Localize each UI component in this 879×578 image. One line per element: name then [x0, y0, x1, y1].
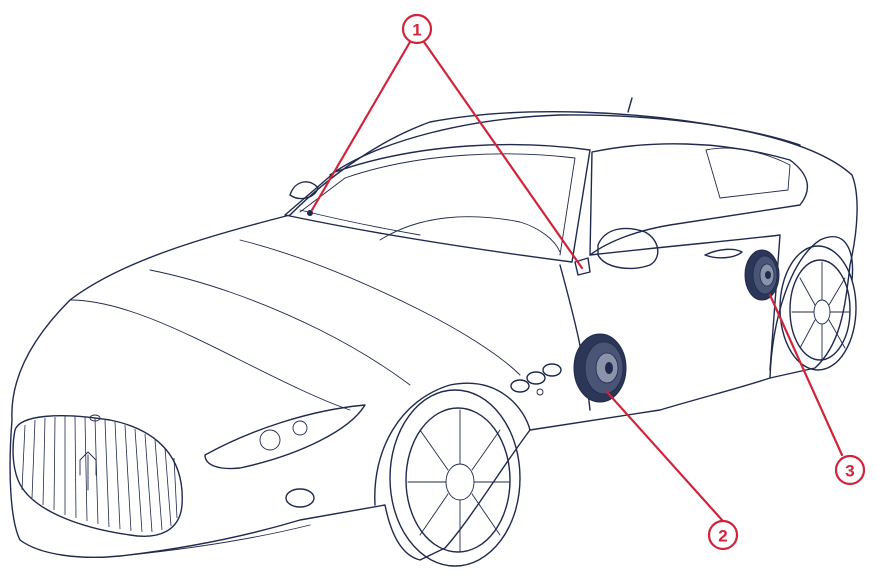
side-vents [510, 363, 562, 396]
grille-slats [21, 415, 178, 533]
callout-3-label: 3 [845, 462, 854, 481]
side-mirror [597, 227, 659, 270]
callout-1: 1 [401, 13, 433, 45]
hood-emblem [89, 414, 101, 422]
fog-light [285, 488, 315, 508]
callout-3: 3 [834, 454, 866, 486]
trident-emblem [79, 451, 97, 491]
callout-2: 2 [707, 519, 739, 551]
wiper [299, 209, 421, 236]
hood-line-right [239, 239, 521, 376]
side-window [589, 143, 809, 256]
front-splitter [119, 524, 311, 557]
callout-leaders [310, 40, 844, 522]
rear-wheel-arch [769, 235, 854, 379]
front-door-speaker [573, 333, 627, 403]
rear-quarter-window [705, 147, 791, 199]
leader-3 [768, 293, 844, 457]
callout-1-label: 1 [412, 21, 421, 40]
dashboard [379, 216, 561, 253]
front-grille [12, 414, 183, 537]
left-mirror [289, 181, 319, 200]
antenna [627, 97, 633, 113]
front-wheel-arch [374, 382, 531, 506]
hood-line-left [69, 299, 351, 411]
leader-1-left [310, 40, 412, 212]
rear-side-speaker [744, 249, 780, 301]
door-handle [704, 248, 743, 259]
roof-line [329, 114, 801, 176]
tweeter-right [574, 257, 591, 276]
front-wheel [389, 389, 521, 567]
rear-wheel [779, 245, 857, 371]
leader-2 [605, 390, 724, 522]
car-illustration [9, 97, 858, 561]
leader-1-right [422, 40, 584, 270]
headlight [204, 404, 366, 470]
windshield [284, 143, 591, 263]
tweeter-left-dot [307, 210, 313, 216]
windshield-inner [299, 153, 576, 256]
hood-line-center [149, 269, 411, 386]
headlight-projector [259, 429, 281, 451]
callout-2-label: 2 [718, 527, 727, 546]
car-body-outline [9, 111, 858, 561]
